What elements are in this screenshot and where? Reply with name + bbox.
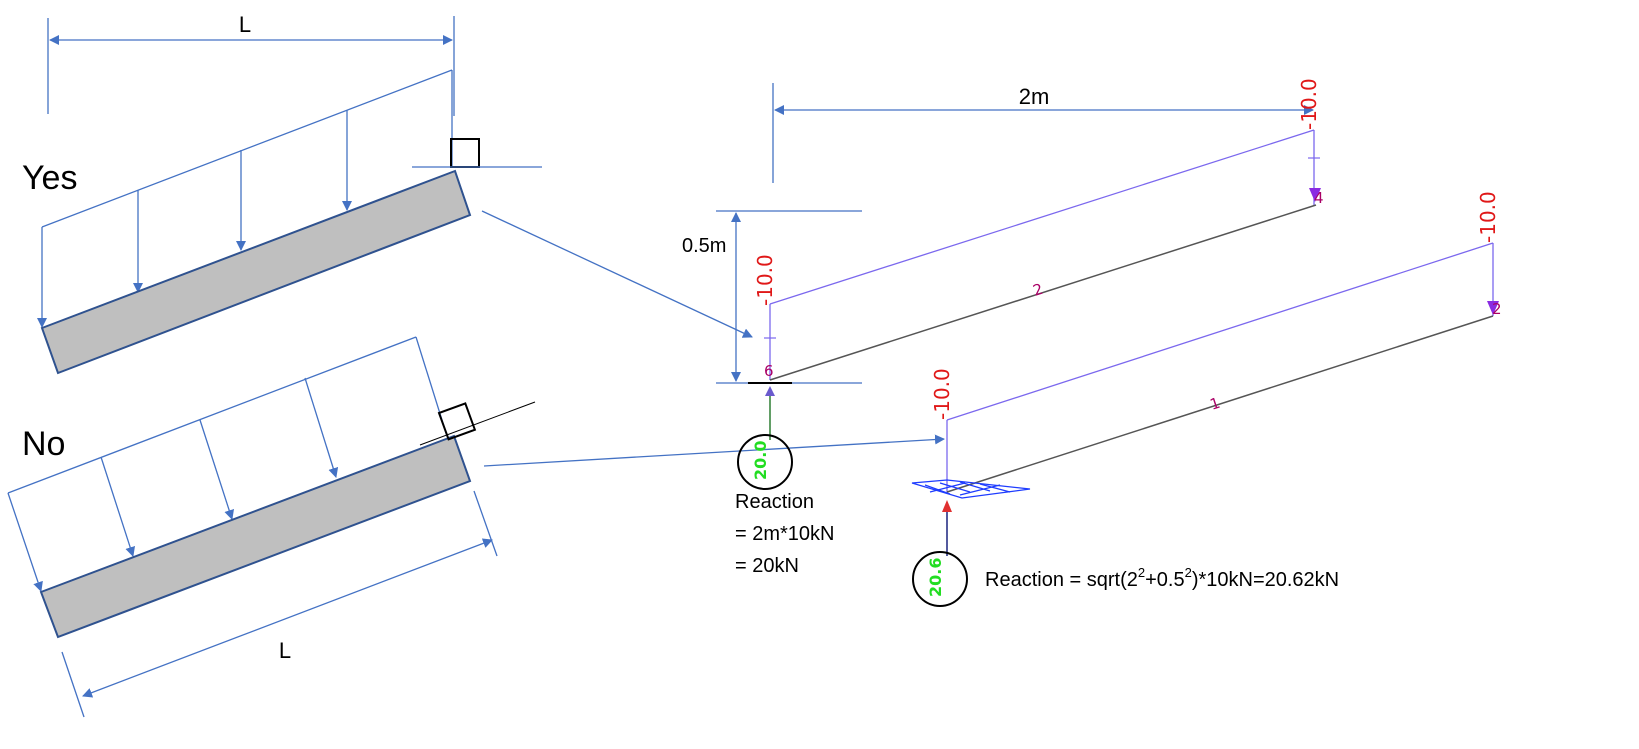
yes-beam (40, 169, 472, 375)
reaction-value-front: 20.6 (926, 558, 945, 597)
yes-panel: L Yes (22, 12, 753, 375)
no-panel: L No (7, 336, 945, 718)
node-4-label: 4 (1314, 189, 1324, 207)
reaction-a-line2: = 2m*10kN (735, 523, 835, 545)
no-dim-ext-right (473, 490, 498, 557)
no-pointer-line (483, 434, 945, 467)
reaction-value-back: 20.0 (751, 441, 770, 480)
reaction-a-line1: Reaction (735, 491, 814, 513)
no-load-arrow-1 (7, 492, 43, 592)
load-line-front (946, 242, 1494, 421)
no-beam-axis-extension (419, 401, 536, 446)
reaction-b-formula: Reaction = sqrt(22+0.52)*10kN=20.62kN (985, 565, 1339, 591)
reaction-circle-front (912, 551, 968, 607)
no-dim-label: L (279, 638, 291, 663)
no-load-arrow-2 (100, 456, 135, 557)
dim-2m-label: 2m (1019, 84, 1050, 109)
node-2-label: 2 (1492, 300, 1502, 318)
yes-right-angle-marker (450, 138, 480, 168)
member-1 (946, 315, 1494, 493)
reaction-b-suffix: )*10kN=20.62kN (1192, 569, 1339, 591)
no-load-arrow-3 (199, 419, 234, 520)
reaction-b-mid: +0.5 (1145, 569, 1184, 591)
no-beam (39, 434, 472, 639)
reaction-b-sup1: 2 (1138, 565, 1145, 580)
node-4-marker (1309, 188, 1321, 202)
no-right-angle-marker (437, 402, 477, 441)
reaction-circle-back (737, 434, 793, 490)
reaction-a-line3: = 20kN (735, 555, 799, 577)
no-load-envelope (7, 336, 417, 494)
yes-pointer-line (481, 210, 753, 338)
reaction-b-sup2: 2 (1185, 565, 1192, 580)
yes-label: Yes (22, 159, 77, 197)
load-value-back-right: -10.0 (1297, 78, 1321, 130)
support-front (911, 479, 1031, 499)
reaction-front-arrow (942, 500, 952, 512)
structural-model: 2m 0.5m 2 6 4 1 2 (682, 78, 1502, 607)
dim-05m-label: 0.5m (682, 235, 726, 257)
yes-load-envelope (41, 69, 453, 228)
load-value-front-right: -10.0 (1476, 191, 1500, 243)
support-back-triangle (765, 386, 775, 396)
reaction-b-prefix: Reaction = sqrt(2 (985, 569, 1138, 591)
no-dim-ext-left (61, 651, 85, 718)
no-label: No (22, 425, 65, 463)
no-dim-line (82, 538, 493, 698)
no-load-arrow-4 (304, 377, 339, 478)
load-line-back (769, 129, 1315, 305)
member-2 (769, 204, 1317, 381)
yes-dim-label: L (239, 12, 251, 37)
node-2-marker (1487, 301, 1499, 315)
node-6-label: 6 (764, 362, 774, 380)
member-2-label: 2 (1031, 280, 1046, 300)
load-value-back-left: -10.0 (753, 254, 777, 306)
load-value-front-left: -10.0 (930, 368, 954, 420)
